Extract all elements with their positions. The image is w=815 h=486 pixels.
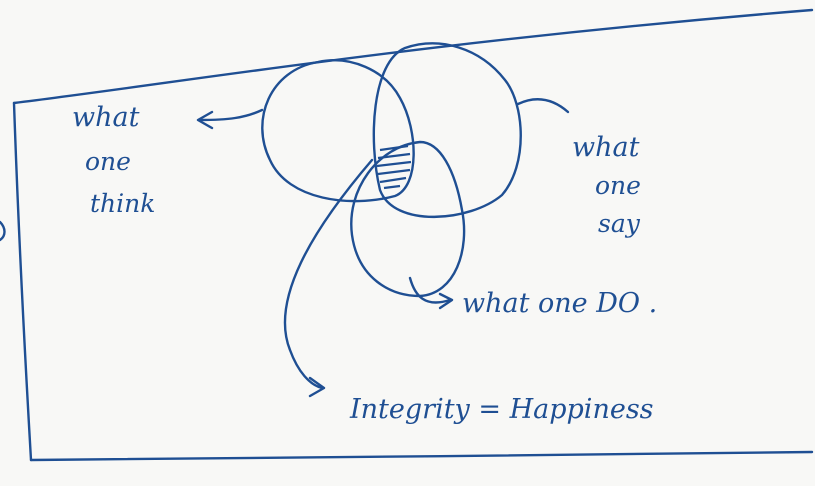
label-say-line-3: say [598,209,641,238]
label-say-line-2: one [595,171,641,200]
arrow-do [408,276,452,304]
label-what-one-do: what one DO . [462,288,657,319]
stray-mark [0,220,6,242]
arrow-say [516,98,570,114]
arrow-think-head [196,110,214,130]
label-think-line-1: what [72,102,140,133]
circle-say [372,42,522,218]
arrow-think [198,108,264,122]
frame-bottom-line [29,450,814,462]
label-integrity-happiness: Integrity = Happiness [349,394,654,425]
frame-left-line [12,101,33,462]
label-say-line-1: what [572,132,640,163]
frame-top-line [12,8,814,105]
intersection-hatch [376,144,412,190]
label-what-one-say: what one say [572,132,641,238]
arrow-integrity-head [308,376,326,398]
arrow-do-head [438,292,454,310]
label-think-line-2: one [85,147,131,176]
label-what-one-think: what one think [72,102,155,218]
label-think-line-3: think [90,189,155,218]
arrow-integrity [283,158,374,390]
